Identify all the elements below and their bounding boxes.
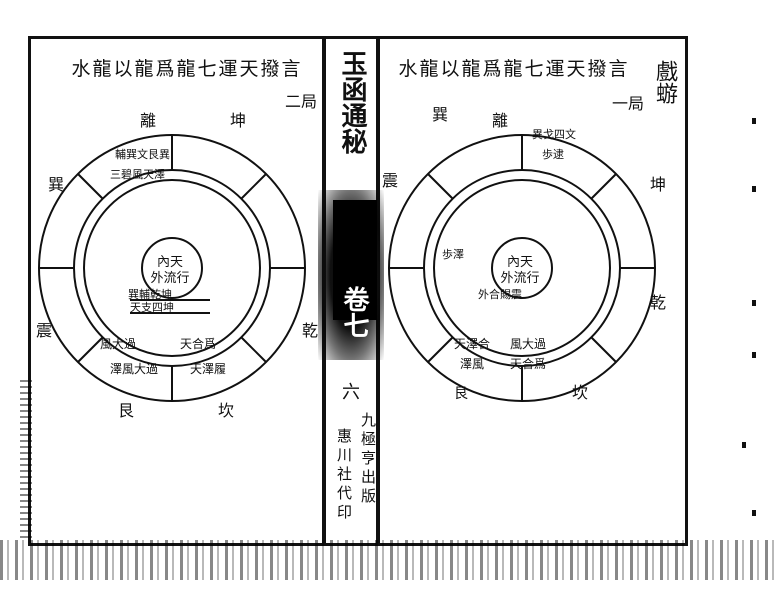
scan-dot bbox=[742, 442, 746, 448]
scan-noise-bottom bbox=[0, 540, 775, 580]
center-circle bbox=[141, 237, 203, 299]
right-label-li: 離 bbox=[492, 111, 508, 130]
spine-publisher: 九極亨出版 bbox=[359, 412, 377, 507]
scan-dot bbox=[752, 118, 756, 124]
scan-noise-left bbox=[20, 380, 32, 540]
spine-section: 卷七 bbox=[339, 286, 369, 338]
right-label-kan: 坎 bbox=[572, 383, 588, 402]
scan-dot bbox=[752, 300, 756, 306]
left-ring-text: 天支四坤 bbox=[130, 300, 174, 314]
left-label-gen: 艮 bbox=[118, 401, 134, 420]
left-inner-text: 外流行 bbox=[150, 271, 189, 286]
right-sector-text: 天澤合 bbox=[454, 336, 490, 351]
left-page-title: 水龍以龍爲龍七運天撥言 bbox=[71, 58, 303, 80]
right-compass-diagram: 內天 外流行 離 巽 震 艮 坎 乾 坤 異戈四文 歩逮 天澤合 風大過 澤風 … bbox=[382, 105, 666, 402]
right-label-gen: 艮 bbox=[454, 386, 468, 402]
center-circle bbox=[491, 237, 553, 299]
left-sector-text: 風大過 bbox=[100, 337, 136, 351]
left-label-qian: 乾 bbox=[302, 321, 318, 340]
left-label-li: 離 bbox=[140, 111, 156, 130]
spine-printer: 惠川社代印 bbox=[335, 428, 353, 523]
middle-ring-inner bbox=[433, 179, 611, 357]
right-inner-text: 內天 bbox=[507, 255, 533, 270]
right-inner-text: 外流行 bbox=[500, 271, 539, 286]
right-sector-text: 澤風 bbox=[460, 357, 484, 371]
left-sector-text: 三碧風天澤 bbox=[110, 168, 165, 181]
right-side-title: 戲蝣 bbox=[652, 60, 677, 104]
left-chart-label: 二局 bbox=[285, 92, 318, 111]
spine-page-number: 六 bbox=[342, 382, 360, 403]
scan-dot bbox=[752, 186, 756, 192]
right-sector-text: 異戈四文 bbox=[532, 127, 576, 141]
left-label-zhen: 震 bbox=[36, 321, 52, 340]
spine-ink-block bbox=[333, 200, 377, 320]
left-ring-text: 巽輔乾坤 bbox=[128, 287, 172, 301]
right-sector-text: 風大過 bbox=[510, 337, 546, 351]
left-sector-text: 澤風大過 bbox=[110, 362, 158, 376]
right-label-xun: 巽 bbox=[432, 105, 448, 124]
left-label-kun: 坤 bbox=[230, 111, 246, 130]
left-sector-text: 天澤履 bbox=[190, 362, 226, 376]
right-ring-text: 外合賜震 bbox=[478, 287, 522, 301]
left-compass-diagram: 內天 外流行 離 巽 震 艮 坎 乾 坤 輔巽文艮異 三碧風天澤 風大過 天合爲… bbox=[36, 111, 318, 420]
left-label-xun: 巽 bbox=[48, 175, 64, 194]
right-label-qian: 乾 bbox=[650, 293, 666, 312]
right-page-title: 水龍以龍爲龍七運天撥言 bbox=[398, 58, 630, 80]
right-label-kun: 坤 bbox=[650, 175, 666, 194]
scan-dot bbox=[752, 510, 756, 516]
left-label-kan: 坎 bbox=[218, 401, 234, 420]
right-chart-label: 一局 bbox=[612, 94, 645, 113]
scan-dot bbox=[752, 352, 756, 358]
spine-title: 玉函通秘 bbox=[337, 50, 367, 154]
right-label-zhen: 震 bbox=[382, 171, 398, 190]
left-sector-text: 天合爲 bbox=[180, 336, 216, 351]
left-inner-text: 內天 bbox=[157, 255, 183, 270]
page-frame bbox=[28, 36, 688, 546]
left-sector-text: 輔巽文艮異 bbox=[115, 147, 170, 161]
right-ring-text: 歩澤 bbox=[442, 247, 464, 261]
right-sector-text: 歩逮 bbox=[542, 147, 564, 161]
right-sector-text: 天合爲 bbox=[510, 356, 546, 371]
middle-ring-inner bbox=[83, 179, 261, 357]
